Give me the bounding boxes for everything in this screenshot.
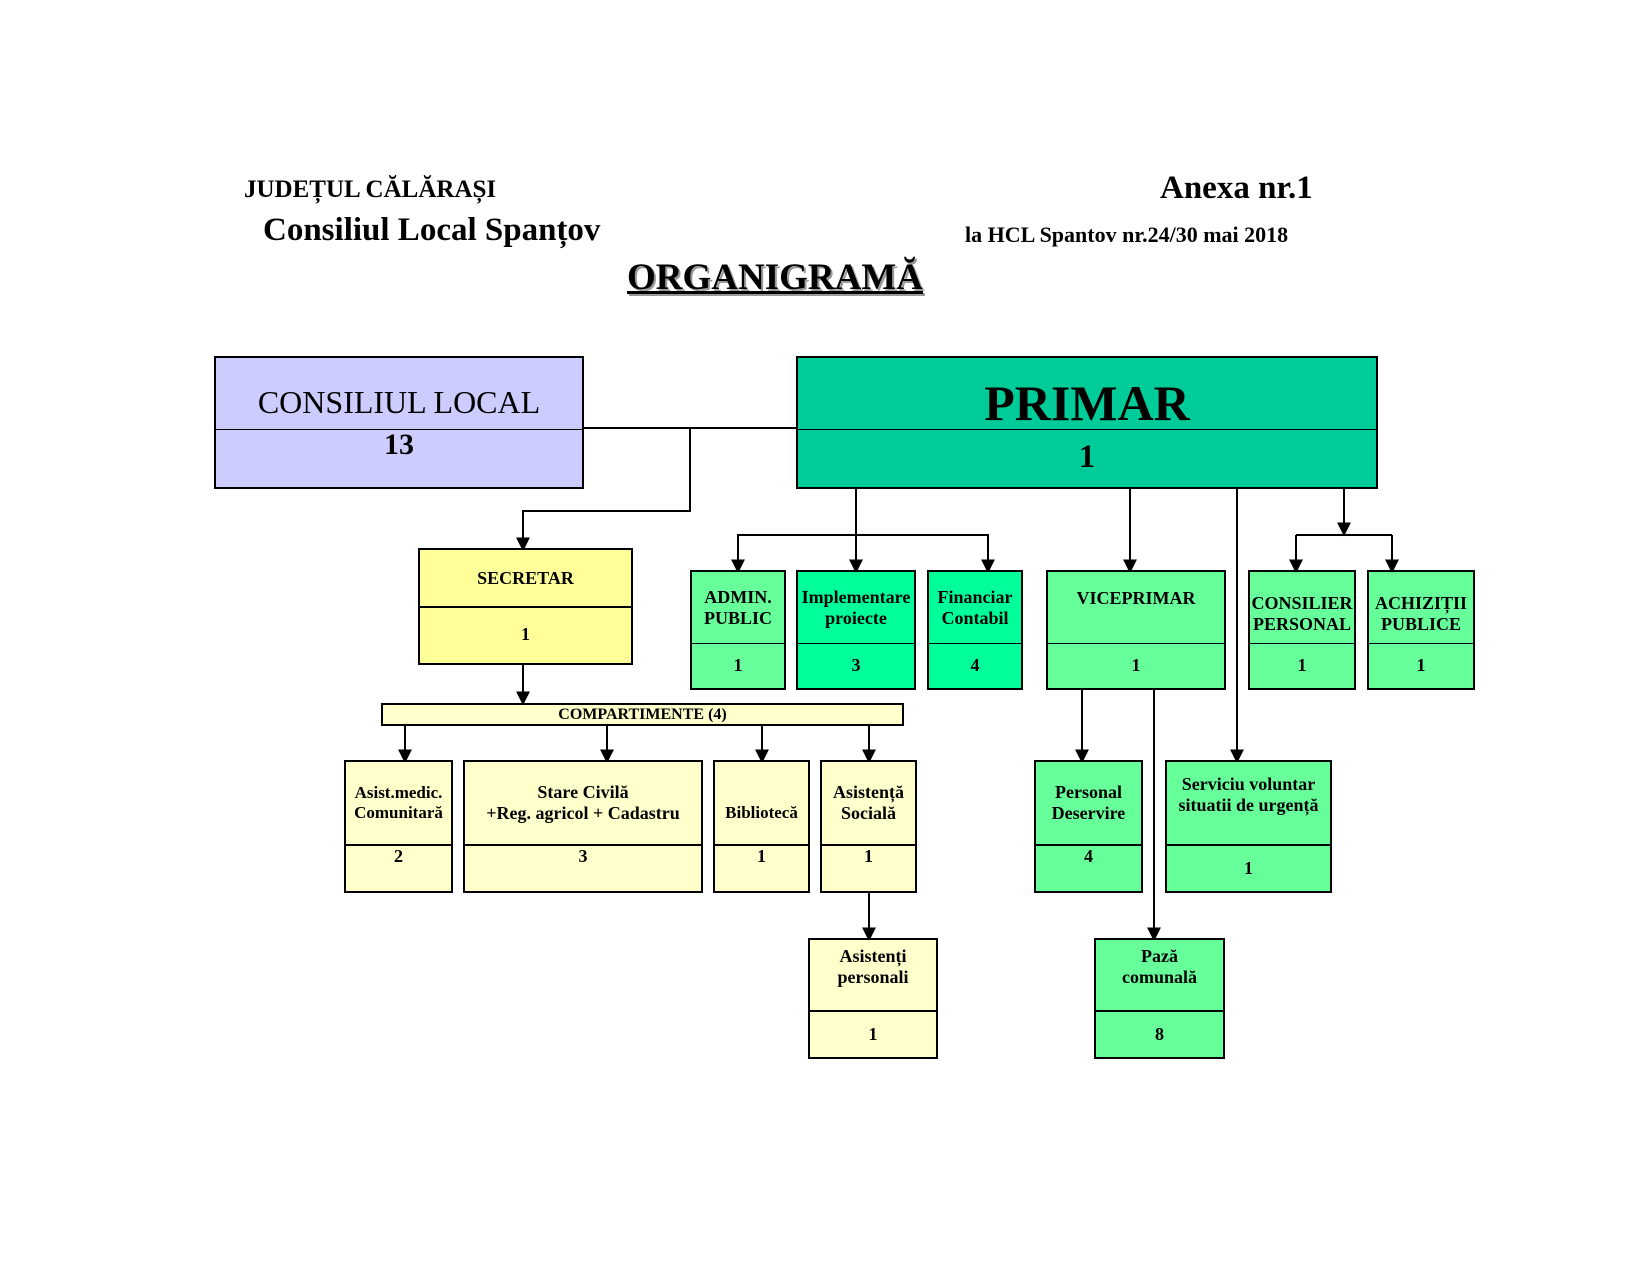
- admin-public-count: 1: [733, 654, 743, 675]
- secretar-box: SECRETAR 1: [418, 548, 633, 665]
- financiar-line2: Contabil: [941, 607, 1009, 628]
- annex-reference: la HCL Spantov nr.24/30 mai 2018: [965, 222, 1289, 247]
- viceprimar-count: 1: [1131, 654, 1141, 675]
- stare-civila-line2: +Reg. agricol + Cadastru: [486, 803, 680, 823]
- page-title: ORGANIGRAMĂ: [627, 257, 923, 298]
- annex-label: Anexa nr.1: [1160, 170, 1313, 206]
- consilier-count: 1: [1297, 654, 1307, 675]
- paza-count: 8: [1155, 1024, 1164, 1044]
- stare-civila-count: 3: [578, 846, 588, 866]
- biblioteca-label: Bibliotecă: [715, 762, 808, 846]
- council-label: Consiliul Local Spanțov: [263, 212, 601, 248]
- asistenta-sociala-line2: Socială: [840, 803, 896, 823]
- implementare-line2: proiecte: [825, 607, 887, 628]
- admin-public-line2: PUBLIC: [703, 607, 772, 628]
- asistenta-sociala-count: 1: [864, 846, 873, 866]
- financiar-line1: Financiar: [937, 586, 1013, 607]
- primar-count: 1: [1078, 439, 1096, 475]
- achizitii-count: 1: [1416, 654, 1426, 675]
- consiliul-local-box: CONSILIUL LOCAL 13: [214, 356, 584, 489]
- secretar-label: SECRETAR: [420, 550, 631, 608]
- implementare-count: 3: [851, 654, 861, 675]
- paza-line2: comunală: [1121, 967, 1197, 987]
- county-label: JUDEȚUL CĂLĂRAȘI: [244, 176, 497, 203]
- personal-deservire-line1: Personal: [1054, 782, 1122, 802]
- serviciu-voluntar-line2: situatii de urgență: [1178, 795, 1319, 815]
- asist-medic-line2: Comunitară: [354, 803, 443, 822]
- consilier-line1: CONSILIER: [1251, 592, 1353, 613]
- asistenta-sociala-line1: Asistență: [833, 782, 904, 802]
- serviciu-voluntar-line1: Serviciu voluntar: [1181, 774, 1316, 794]
- financiar-count: 4: [970, 654, 980, 675]
- primar-box: PRIMAR 1: [796, 356, 1378, 489]
- asist-medic-count: 2: [394, 846, 403, 866]
- admin-public-box: ADMIN.PUBLIC 1: [690, 570, 786, 690]
- asist-medic-line1: Asist.medic.: [354, 783, 443, 802]
- asistenti-personali-line1: Asistenți: [839, 946, 907, 966]
- consiliul-local-count: 13: [384, 428, 414, 461]
- primar-label: PRIMAR: [798, 358, 1376, 431]
- personal-deservire-line2: Deservire: [1051, 803, 1126, 823]
- stare-civila-box: Stare Civilă+Reg. agricol + Cadastru 3: [463, 760, 703, 893]
- consilier-line2: PERSONAL: [1252, 613, 1351, 634]
- implementare-line1: Implementare: [801, 586, 911, 607]
- biblioteca-box: Bibliotecă 1: [713, 760, 810, 893]
- admin-public-line1: ADMIN.: [704, 586, 772, 607]
- compartimente-bar: COMPARTIMENTE (4): [381, 703, 904, 726]
- viceprimar-label: VICEPRIMAR: [1048, 572, 1224, 644]
- compartimente-label: COMPARTIMENTE (4): [558, 705, 727, 723]
- paza-line1: Pază: [1141, 946, 1178, 966]
- serviciu-voluntar-count: 1: [1244, 858, 1253, 878]
- biblioteca-count: 1: [757, 846, 766, 866]
- secretar-count: 1: [521, 624, 530, 644]
- asistenti-personali-line2: personali: [837, 967, 909, 987]
- viceprimar-box: VICEPRIMAR 1: [1046, 570, 1226, 690]
- asist-medic-box: Asist.medic.Comunitară 2: [344, 760, 453, 893]
- consiliul-local-label: CONSILIUL LOCAL: [216, 358, 582, 430]
- stare-civila-line1: Stare Civilă: [537, 782, 629, 802]
- achizitii-line1: ACHIZIȚII: [1374, 592, 1468, 613]
- personal-deservire-count: 4: [1084, 846, 1093, 866]
- achizitii-line2: PUBLICE: [1380, 613, 1461, 634]
- asistenti-personali-count: 1: [868, 1024, 878, 1044]
